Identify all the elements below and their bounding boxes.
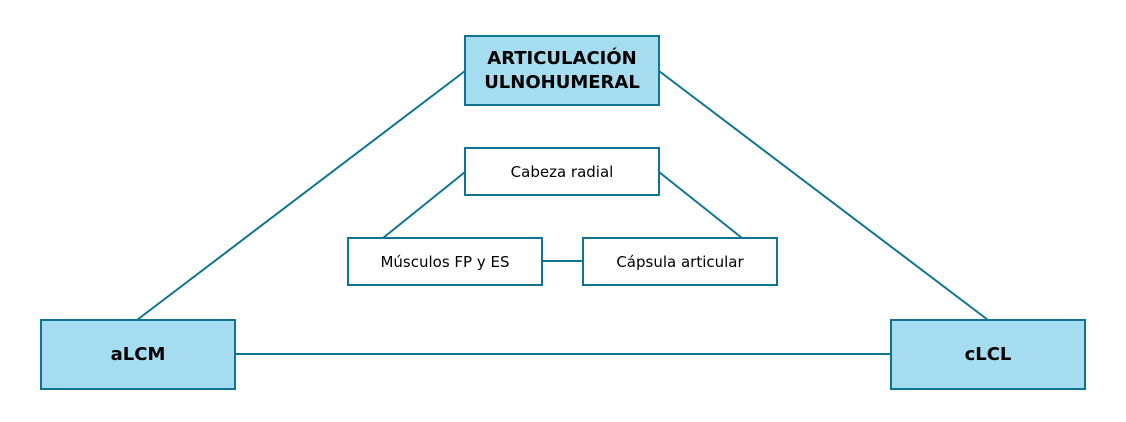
node-capsule: Cápsula articular: [582, 237, 778, 286]
node-ulnohumeral-joint: ARTICULACIÓN ULNOHUMERAL: [464, 35, 660, 106]
node-label: Cápsula articular: [616, 252, 744, 271]
node-radial-head: Cabeza radial: [464, 147, 660, 196]
node-label: Músculos FP y ES: [380, 252, 510, 271]
node-label: Cabeza radial: [510, 162, 614, 181]
node-label: ARTICULACIÓN ULNOHUMERAL: [484, 47, 640, 93]
node-label: aLCM: [110, 343, 166, 365]
node-label: cLCL: [964, 343, 1012, 365]
node-alcm: aLCM: [40, 319, 236, 390]
node-clcl: cLCL: [890, 319, 1086, 390]
node-muscles: Músculos FP y ES: [347, 237, 543, 286]
